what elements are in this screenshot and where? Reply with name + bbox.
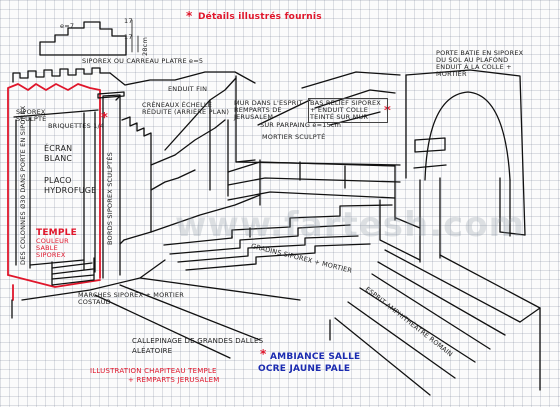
ocre-label: OCRE JAUNE PALE	[258, 364, 351, 374]
mortier-sculpte-label: MORTIER SCULPTÉ	[262, 133, 326, 141]
porte-label: PORTE BATIE EN SIPOREX DU SOL AU PLAFOND…	[436, 49, 524, 78]
bords-siporex-label: BORDS SIPOREX SCULPTÉS	[106, 152, 114, 245]
temple-outline	[7, 83, 101, 279]
siporex-plates-label: SIPOREX OU CARREAU PLATRE e=5	[82, 57, 204, 65]
page-title: Détails illustrés fournis	[198, 12, 322, 22]
temple-sub-label: COULEUR SABLE SIPOREX	[36, 237, 69, 259]
crenelage-label: CRÉNEAUX ÉCHELLE RÉDUITE (ARRIÈRE PLAN)	[142, 101, 230, 116]
briquettes-label: BRIQUETTES 1/4	[48, 122, 105, 130]
calepinage-label: CALLEPINAGE DE GRANDES DALLES ALÉATOIRE	[132, 337, 264, 355]
watermark: www.fartesh.com	[175, 205, 526, 245]
temple-label: TEMPLE	[36, 228, 77, 238]
placo-label: PLACO HYDROFUGE	[44, 176, 97, 195]
ecran-label: ÉCRAN BLANC	[44, 144, 73, 163]
mur-remparts-label: MUR DANS L'ESPRIT REMPARTS DE JERUSALEM	[234, 99, 303, 121]
arch-wall	[405, 69, 526, 236]
dim-e7: e=7	[60, 22, 75, 30]
svg-text:*: *	[101, 111, 108, 126]
dim-17b: 17	[124, 33, 133, 41]
marches-label: MARCHES SIPOREX + MORTIER COSTAUD	[78, 291, 184, 306]
title-star-icon: *	[186, 9, 193, 23]
illustration-label: ILLUSTRATION CHAPITEAU TEMPLE	[90, 367, 217, 375]
ambiance-label: AMBIANCE SALLE	[270, 352, 361, 362]
dim-17: 17	[124, 17, 133, 25]
remparts-label: + REMPARTS JERUSALEM	[128, 376, 220, 384]
back-crenels	[12, 67, 111, 83]
sur-parpaing-label: SUR PARPAING e=15cm	[260, 121, 342, 129]
ambiance-star-icon: *	[260, 347, 267, 361]
colonnes-label: DES COLONNES Ø30 DANS PORTE EN SIPOREX	[19, 105, 27, 265]
siporex-sculpte-label: SIPOREX SCULPTÉ	[16, 108, 47, 123]
bas-relief-label: BAS RELIEF SIPOREX + ENDUIT COLLE TEINTÉ…	[308, 98, 388, 123]
crenel-detail	[39, 21, 127, 56]
enduit-fin-label: ENDUIT FIN	[168, 85, 208, 93]
dim-28cm: 28cm	[141, 37, 149, 56]
